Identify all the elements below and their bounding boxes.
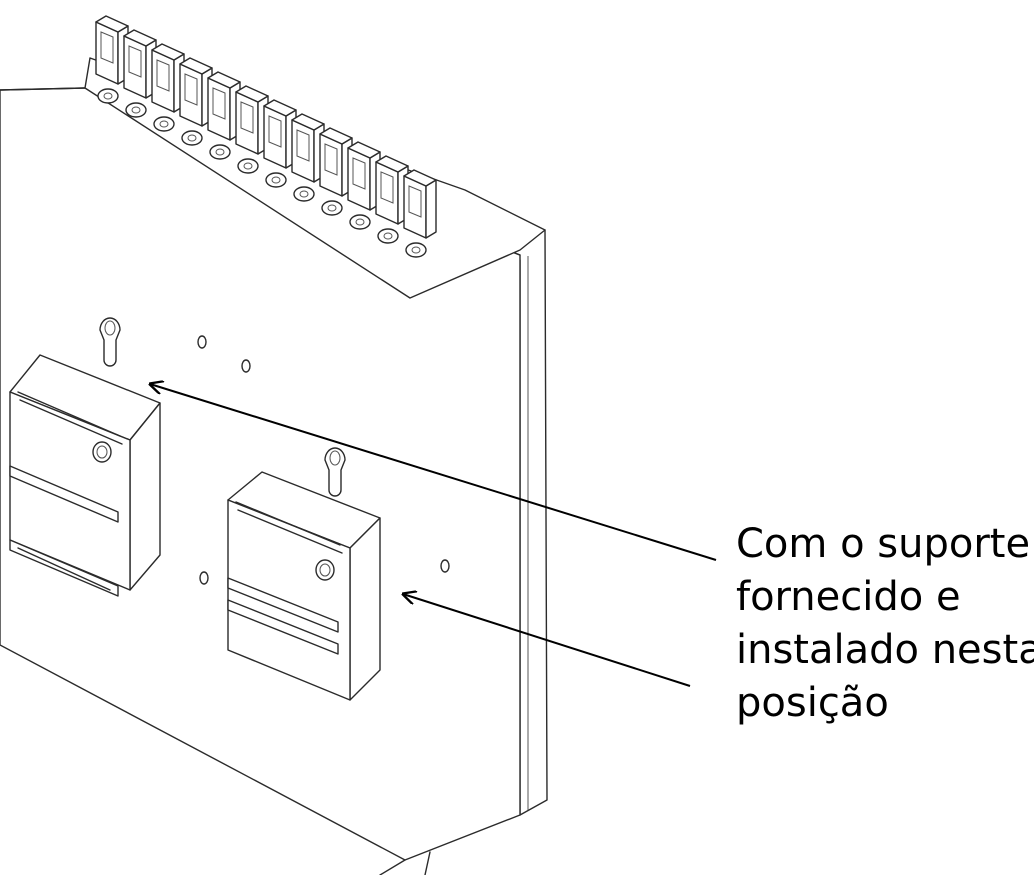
connector-port [151,43,185,132]
keyhole-slot-upper [99,317,121,367]
keyhole-slot-lower [324,447,346,497]
connector-port [319,127,353,216]
callout-line: Com o suporte [736,521,1031,567]
connector-port [375,155,409,244]
din-bracket-upper [9,354,161,597]
mounting-hole [199,571,209,585]
mounting-hole [197,335,207,349]
leader-arrow-upper [150,384,717,561]
callout-line: fornecido e [736,574,961,620]
mounting-hole [241,359,251,373]
connector-row [95,15,437,258]
callout-line: posição [736,680,889,726]
leader-arrow-lower [403,594,691,687]
mounting-hole [440,559,450,573]
din-bracket-lower [227,471,381,701]
callout-text: Com o suporte fornecido e instalado nesta p… [736,518,1034,730]
connector-port [403,169,437,258]
callout-line: instalado nesta [736,627,1034,673]
